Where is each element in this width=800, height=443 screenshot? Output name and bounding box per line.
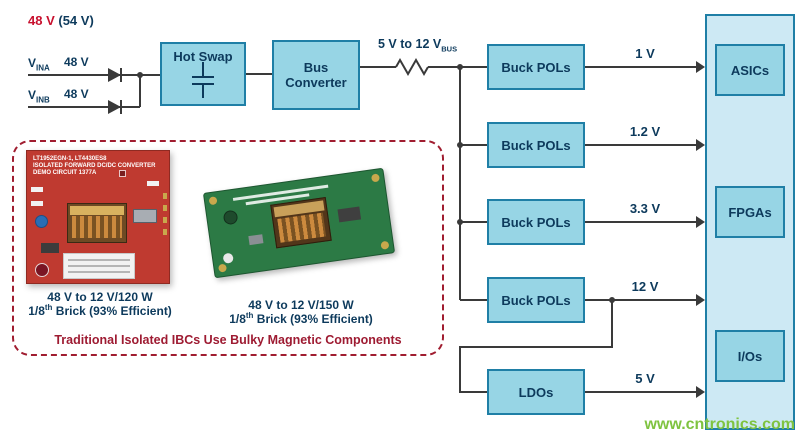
buck-pol-label-4: Buck POLs (501, 292, 571, 308)
input-voltage-value: 48 V (28, 13, 55, 28)
junction-dot (457, 64, 463, 70)
ibc-inset-panel (12, 140, 444, 356)
input-voltage-title: 48 V (54 V) (28, 13, 94, 28)
capacitor-component (35, 215, 48, 228)
test-pad (147, 181, 159, 186)
gold-pad (380, 240, 390, 250)
diode-icon-vina (108, 68, 121, 82)
gold-pin (163, 229, 167, 235)
vbus-label: 5 V to 12 VBUS (378, 37, 458, 54)
bus-converter-label-line2: Converter (285, 75, 347, 90)
lt-logo-mark (222, 252, 234, 264)
sticker-text-bar (68, 271, 130, 273)
lt-logo-mark (35, 263, 49, 277)
junction-dot (137, 72, 143, 78)
arrowhead-12v (696, 294, 705, 306)
arrowhead-1v2 (696, 139, 705, 151)
transformer-component (67, 203, 127, 243)
ios-label: I/Os (737, 348, 763, 364)
transformer-tape (70, 206, 124, 215)
junction-dot (457, 219, 463, 225)
junction-dot (609, 297, 615, 303)
vinb-value: 48 V (64, 87, 89, 101)
board1-caption-line2: 1/8th Brick (93% Efficient) (28, 303, 172, 319)
transformer-windings (72, 216, 122, 238)
test-pad (31, 187, 43, 192)
buck-pol-label-2: Buck POLs (501, 137, 571, 153)
buck-pol-block-4: Buck POLs (487, 277, 585, 323)
arrowhead-1v (696, 61, 705, 73)
gold-pin (163, 193, 167, 199)
buck-pol-block-2: Buck POLs (487, 122, 585, 168)
fpgas-block: FPGAs (715, 186, 785, 238)
spec-sticker (63, 253, 135, 279)
ldos-label: LDOs (518, 384, 554, 400)
resistor-icon (395, 57, 429, 77)
gold-pin (163, 217, 167, 223)
ic-component (337, 206, 362, 223)
buck-pol-block-3: Buck POLs (487, 199, 585, 245)
cert-logo-mark (119, 170, 126, 177)
rail-label-1v: 1 V (635, 46, 655, 61)
vina-value: 48 V (64, 55, 89, 69)
rail-label-12v: 12 V (631, 279, 659, 294)
bus-converter-block: Bus Converter (272, 40, 360, 110)
ic-component (248, 234, 264, 246)
silk-line-2: ISOLATED FORWARD DC/DC CONVERTER (33, 163, 156, 169)
bus-converter-label-line1: Bus (303, 60, 329, 75)
junction-dot (457, 142, 463, 148)
input-voltage-max: (54 V) (58, 13, 94, 28)
fpgas-label: FPGAs (728, 204, 772, 220)
asics-label: ASICs (730, 62, 770, 78)
arrowhead-3v3 (696, 216, 705, 228)
board2-caption-line1: 48 V to 12 V/150 W (248, 298, 354, 312)
ic-component (133, 209, 157, 223)
gold-pad (370, 173, 380, 183)
ldos-block: LDOs (487, 369, 585, 415)
vinb-label: VINB (28, 88, 50, 105)
ios-block: I/Os (715, 330, 785, 382)
buck-pol-label-3: Buck POLs (501, 214, 571, 230)
silk-line-1: LT1952EGN-1, LT4430ES8 (33, 156, 107, 162)
buck-pol-block-1: Buck POLs (487, 44, 585, 90)
hot-swap-block: Hot Swap (160, 42, 246, 106)
board2-caption-line2: 1/8th Brick (93% Efficient) (229, 311, 373, 327)
transformer-windings (277, 212, 327, 243)
test-pad (31, 201, 43, 206)
ic-component (41, 243, 59, 253)
demo-board-red: LT1952EGN-1, LT4430ES8 ISOLATED FORWARD … (26, 150, 170, 284)
demo-board-green-area (200, 162, 400, 282)
rail-label-3v3: 3.3 V (629, 201, 661, 216)
gold-pin (163, 205, 167, 211)
transformer-component (270, 197, 332, 249)
board1-caption-line1: 48 V to 12 V/120 W (47, 290, 153, 304)
inset-caption: Traditional Isolated IBCs Use Bulky Magn… (54, 333, 402, 347)
capacitor-component (222, 209, 239, 226)
arrowhead-5v (696, 386, 705, 398)
watermark-text: www.cntronics.com (644, 416, 795, 433)
vina-label: VINA (28, 56, 50, 73)
board-silkscreen-text: LT1952EGN-1, LT4430ES8 ISOLATED FORWARD … (33, 156, 165, 177)
demo-board-green (202, 167, 396, 279)
asics-block: ASICs (715, 44, 785, 96)
hot-swap-label: Hot Swap (173, 49, 233, 64)
diode-icon-vinb (108, 100, 121, 114)
rail-label-1v2: 1.2 V (629, 124, 661, 139)
sticker-text-bar (68, 259, 130, 261)
buck-pol-label-1: Buck POLs (501, 59, 571, 75)
gold-pad (218, 263, 228, 273)
sticker-text-bar (68, 265, 130, 267)
rail-label-5v: 5 V (635, 371, 655, 386)
silk-line-3: DEMO CIRCUIT 1377A (33, 170, 97, 176)
gold-pad (208, 196, 218, 206)
